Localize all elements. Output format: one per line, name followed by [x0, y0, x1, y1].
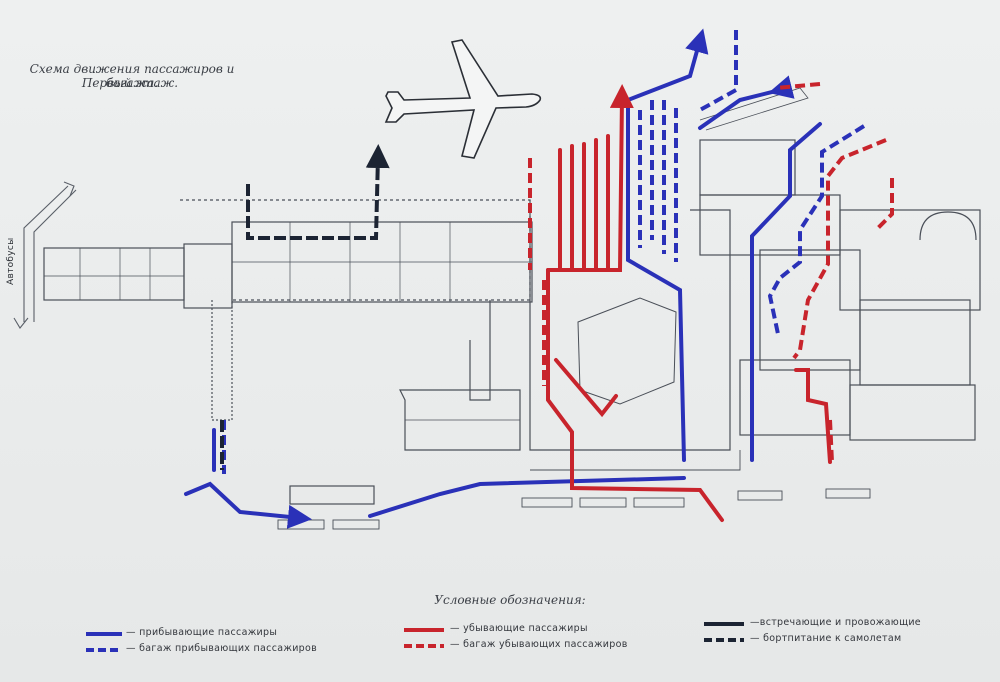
diagram-title: Схема движения пассажиров и багажа. [29, 62, 235, 90]
legend-label-departing: — убывающие пассажиры [450, 623, 588, 634]
legend-label-catering: — бортпитание к самолетам [750, 633, 902, 644]
route-greeters [220, 144, 390, 470]
legend-label-departing-baggage: — багаж убывающих пассажиров [450, 639, 628, 650]
bus-label: Автобусы [6, 237, 16, 285]
diagram-subtitle: Первый этаж. [81, 76, 179, 90]
legend-label-arriving-baggage: — багаж прибывающих пассажиров [126, 643, 318, 654]
airplane-icon [384, 39, 542, 159]
legend-heading: Условные обозначения: [434, 593, 586, 607]
bus-road-arrows [13, 181, 77, 329]
route-departing-baggage [528, 82, 894, 463]
legend-label-greeters: —встречающие и провожающие [750, 617, 921, 628]
route-departing-passengers [546, 84, 832, 522]
legend-label-arriving: — прибывающие пассажиры [126, 627, 278, 638]
route-arriving-passengers [184, 28, 822, 529]
